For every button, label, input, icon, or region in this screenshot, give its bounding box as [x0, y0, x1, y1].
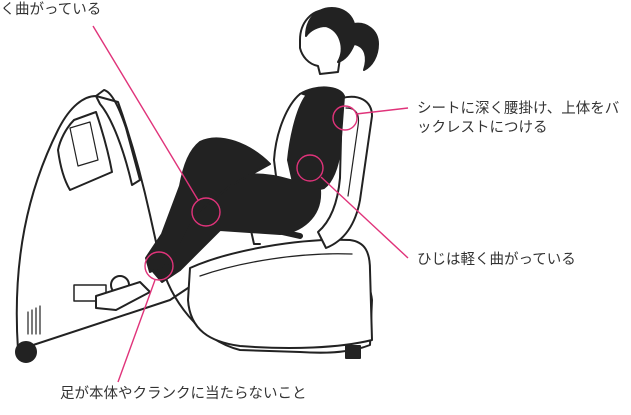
knee-leader	[92, 25, 199, 201]
elbow-leader	[320, 176, 409, 259]
foot-callout-circle	[144, 251, 174, 281]
seat-base	[187, 238, 373, 349]
front-wheel	[15, 341, 37, 363]
knee-label: 軽く曲がっている	[0, 2, 102, 18]
bike-body	[15, 95, 373, 354]
backrest-label: シートに深く腰掛け、上体をバックレストにつける	[417, 101, 620, 136]
rear-foot	[345, 345, 361, 359]
knee-callout-circle	[191, 197, 221, 227]
elbow-label: ひじは軽く曲がっている	[417, 252, 576, 268]
console	[95, 89, 141, 186]
foot-leader	[117, 279, 156, 383]
person-torso	[285, 86, 345, 197]
backrest	[317, 95, 373, 249]
person-shoes	[95, 281, 151, 311]
foot-label: 足が本体やクランクに当たらないこと	[60, 386, 307, 402]
back-callout-circle	[332, 105, 358, 131]
back-leader	[355, 107, 409, 115]
elbow-callout-circle	[296, 154, 324, 182]
